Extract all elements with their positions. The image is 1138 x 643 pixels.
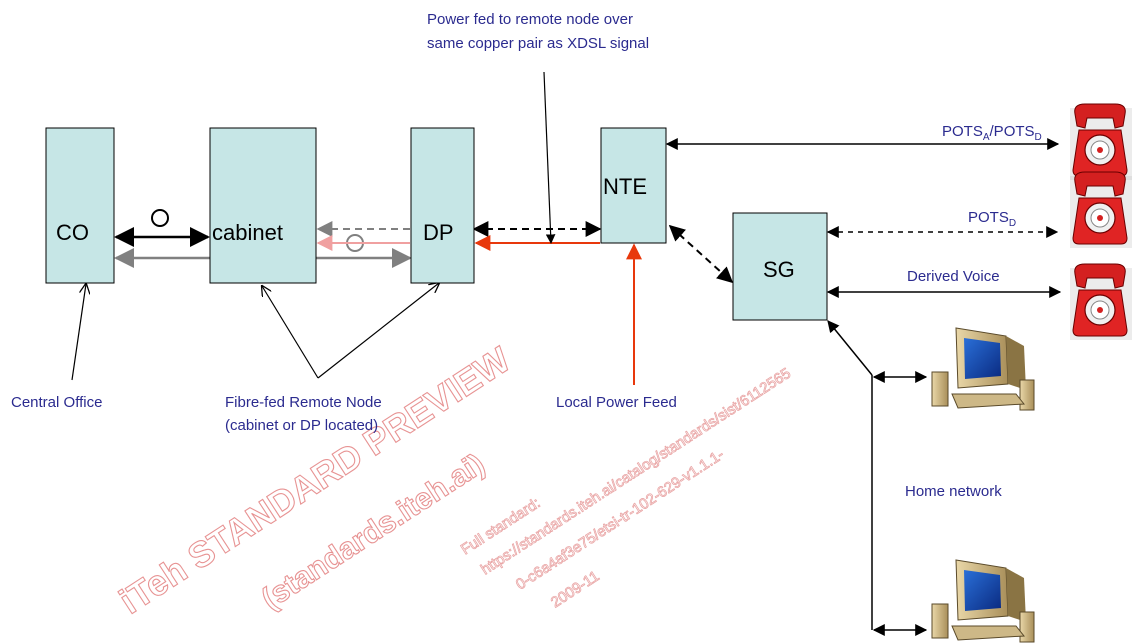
node-co-label: CO — [56, 220, 89, 245]
telephone-icon — [1070, 264, 1132, 340]
local-power-feed-label: Local Power Feed — [556, 394, 677, 411]
nte-sg-dashed-link — [670, 226, 732, 282]
watermark-line6: 2009-11 — [548, 568, 602, 612]
node-sg: SG — [733, 213, 827, 320]
fibre-fed-label-line2: (cabinet or DP located) — [225, 417, 378, 434]
node-dp-label: DP — [423, 220, 454, 245]
fibre-fed-label-line1: Fibre-fed Remote Node — [225, 394, 382, 411]
sg-home-network-link — [828, 321, 872, 375]
node-cabinet-label: cabinet — [212, 220, 283, 245]
node-sg-label: SG — [763, 257, 795, 282]
pots-d-label: POTSD — [968, 209, 1016, 229]
power-fed-label-line1: Power fed to remote node over — [427, 11, 633, 28]
node-cabinet: cabinet — [210, 128, 316, 283]
node-co: CO — [46, 128, 114, 283]
computer-icon — [932, 560, 1034, 642]
watermark: iTeh STANDARD PREVIEW (standards.iteh.ai… — [112, 339, 794, 622]
telephone-icon — [1070, 104, 1132, 180]
central-office-label: Central Office — [11, 394, 102, 411]
remote-node-pointer — [318, 283, 439, 378]
pots-a-d-label: POTSA/POTSD — [942, 123, 1042, 143]
computer-icon — [932, 328, 1034, 410]
node-nte: NTE — [601, 128, 666, 243]
derived-voice-label: Derived Voice — [907, 268, 1000, 285]
power-fed-pointer — [544, 72, 551, 243]
power-fed-label-line2: same copper pair as XDSL signal — [427, 35, 649, 52]
fibre-coil-icon — [152, 210, 168, 226]
central-office-pointer — [72, 284, 86, 380]
telephone-icon — [1070, 172, 1132, 248]
remote-node-pointer — [262, 286, 318, 378]
home-network-label: Home network — [905, 483, 1002, 500]
node-dp: DP — [411, 128, 474, 283]
node-nte-label: NTE — [603, 174, 647, 199]
